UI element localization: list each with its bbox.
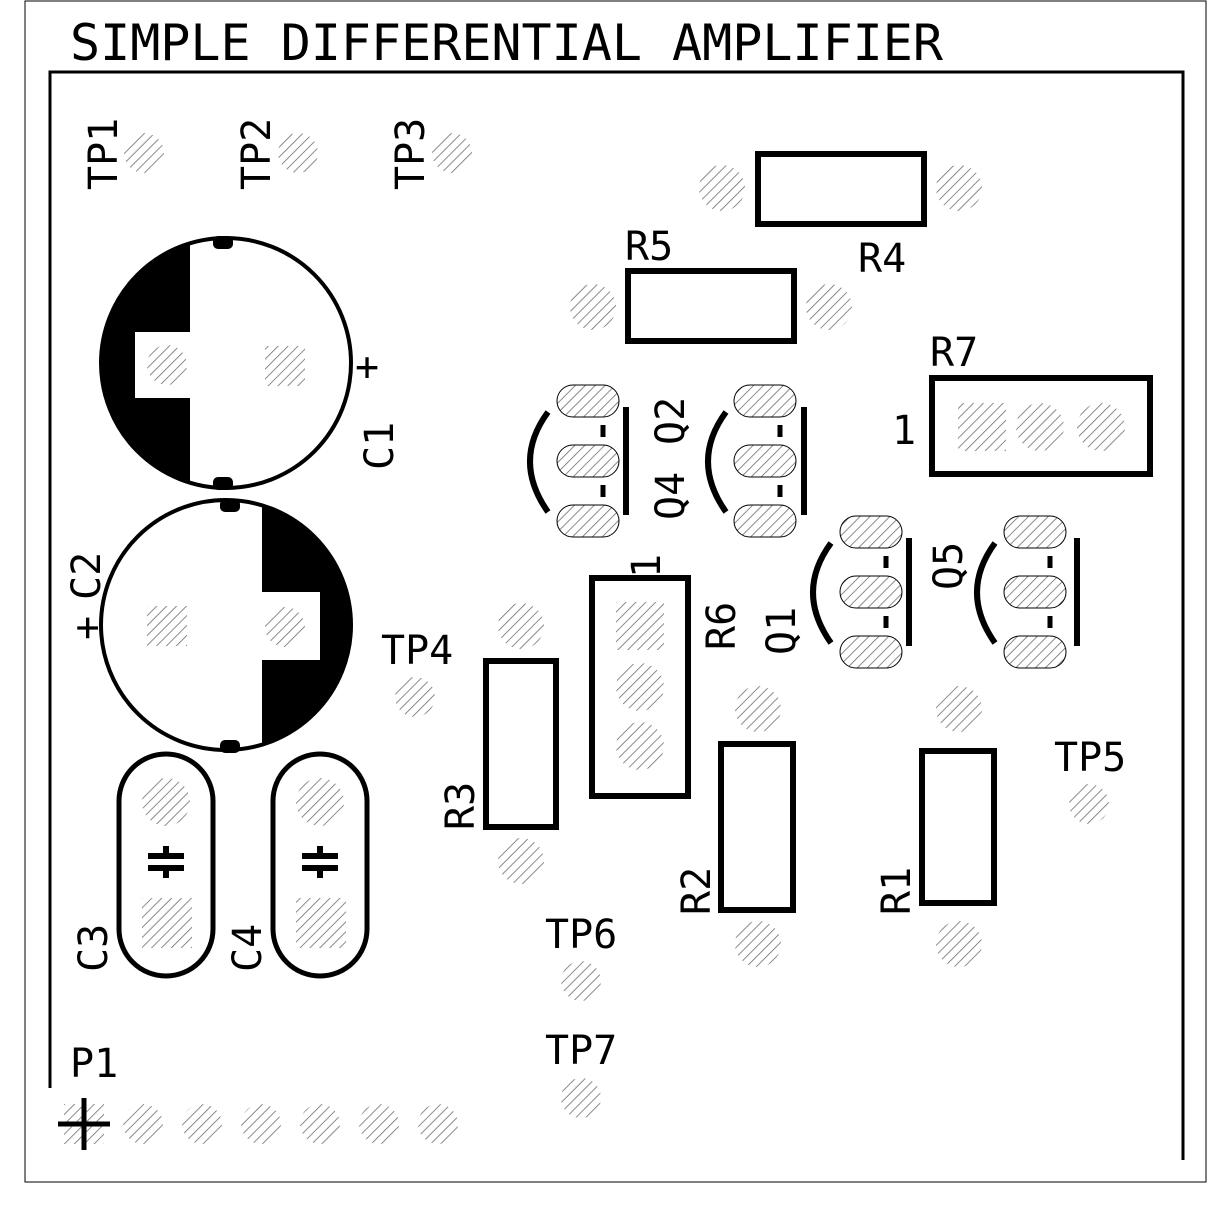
- r1-label: R1: [874, 867, 920, 915]
- transistor-q1[interactable]: Q1: [759, 515, 912, 669]
- resistor-r3[interactable]: R3: [438, 603, 559, 884]
- potentiometer-r6[interactable]: 1 R6: [589, 554, 745, 799]
- tp7-label: TP7: [545, 1028, 617, 1074]
- c4-capacitor-icon: [302, 846, 338, 878]
- q1-label: Q1: [759, 607, 805, 655]
- c2-pad-2: [265, 607, 305, 647]
- r4-label: R4: [858, 236, 906, 282]
- r3-label: R3: [438, 782, 484, 830]
- r5-label: R5: [625, 224, 673, 270]
- capacitor-c1[interactable]: + C1: [80, 230, 403, 500]
- outer-frame: [24, 0, 1207, 1183]
- test-point-tp1[interactable]: TP1: [81, 118, 164, 190]
- c3-pad-1: [142, 778, 190, 826]
- tp6-label: TP6: [545, 912, 617, 958]
- resistor-r1[interactable]: R1: [874, 686, 997, 967]
- transistor-q5[interactable]: Q5: [926, 515, 1080, 669]
- q2-label: Q2: [648, 397, 694, 445]
- c4-pad-2: [296, 898, 346, 948]
- p1-label: P1: [70, 1041, 118, 1087]
- board-title: SIMPLE DIFFERENTIAL AMPLIFIER: [70, 14, 944, 72]
- q5-label: Q5: [926, 542, 972, 590]
- resistor-r2[interactable]: R2: [674, 686, 796, 967]
- tp3-label: TP3: [388, 118, 434, 190]
- c2-label: C2: [64, 552, 110, 600]
- capacitor-c3[interactable]: C3: [71, 751, 216, 979]
- connector-p1[interactable]: P1: [58, 1041, 458, 1150]
- potentiometer-r7[interactable]: R7 1: [892, 330, 1153, 477]
- test-point-tp6[interactable]: TP6: [545, 912, 617, 1001]
- c2-plus-icon: +: [64, 616, 110, 640]
- q4-label: Q4: [648, 472, 694, 520]
- tp5-label: TP5: [1054, 735, 1126, 781]
- r6-pin1-marker: 1: [624, 554, 670, 578]
- tp1-label: TP1: [81, 118, 127, 190]
- resistor-r5[interactable]: R5: [570, 224, 852, 344]
- c3-capacitor-icon: [148, 846, 184, 878]
- board-outline: [48, 70, 1185, 1160]
- c3-label: C3: [71, 924, 117, 972]
- r7-label: R7: [930, 330, 978, 376]
- c1-pad-2: [265, 346, 305, 386]
- c4-label: C4: [225, 924, 271, 972]
- c2-pad-1: [147, 606, 187, 646]
- r2-label: R2: [674, 867, 720, 915]
- test-point-tp4[interactable]: TP4: [381, 628, 453, 717]
- c1-pad-1: [147, 345, 187, 385]
- test-point-tp2[interactable]: TP2: [234, 118, 318, 190]
- c1-plus-icon: +: [355, 344, 379, 390]
- r6-label: R6: [699, 602, 745, 650]
- c4-pad-1: [296, 778, 344, 826]
- test-point-tp3[interactable]: TP3: [388, 118, 472, 190]
- capacitor-c4[interactable]: C4: [225, 751, 370, 979]
- capacitor-c2[interactable]: + C2: [64, 490, 372, 760]
- c3-pad-2: [142, 898, 192, 948]
- test-point-tp5[interactable]: TP5: [1054, 735, 1126, 824]
- tp2-label: TP2: [234, 118, 280, 190]
- tp4-label: TP4: [381, 628, 453, 674]
- resistor-r4[interactable]: R4: [699, 151, 982, 282]
- transistor-q2[interactable]: Q2: [648, 384, 807, 538]
- test-point-tp7[interactable]: TP7: [545, 1028, 617, 1118]
- transistor-q4[interactable]: Q4: [527, 384, 694, 538]
- c1-label: C1: [357, 422, 403, 470]
- r7-pin1-marker: 1: [892, 408, 916, 454]
